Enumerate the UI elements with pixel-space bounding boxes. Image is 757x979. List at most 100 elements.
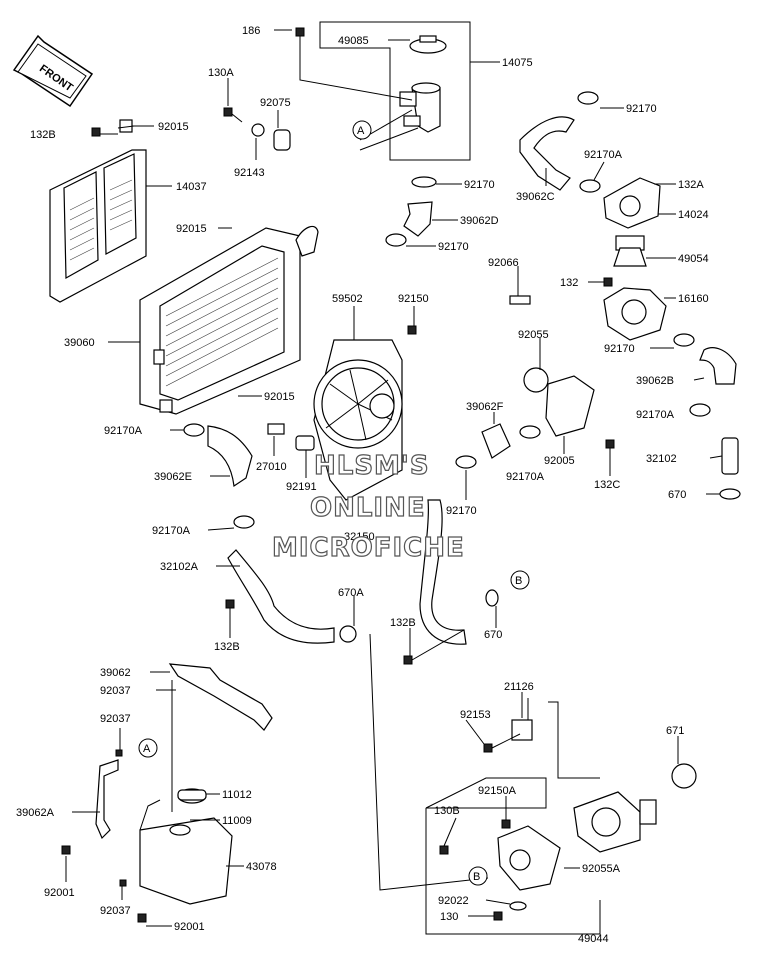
label-92037-a: 92037 bbox=[100, 685, 131, 697]
callout-a-upper: A bbox=[352, 120, 372, 140]
overflow-hoses bbox=[95, 663, 273, 887]
watermark: HLSM'S ONLINE MICROFICHE bbox=[271, 450, 465, 563]
label-49085: 49085 bbox=[338, 35, 369, 47]
label-186: 186 bbox=[242, 25, 260, 37]
label-92170A-left: 92170A bbox=[104, 425, 143, 437]
label-92022: 92022 bbox=[438, 895, 469, 907]
label-92170-c: 92170 bbox=[604, 343, 635, 355]
small-bolts-top bbox=[91, 107, 291, 151]
label-59502: 59502 bbox=[332, 293, 363, 305]
water-pump-49044 bbox=[425, 698, 697, 935]
label-92015-top: 92015 bbox=[158, 121, 189, 133]
label-92170-top: 92170 bbox=[626, 103, 657, 115]
label-39062C: 39062C bbox=[516, 191, 555, 203]
part-labels: 186 49085 14075 130A 92075 132B 92015 92… bbox=[16, 25, 709, 945]
label-39062A: 39062A bbox=[16, 807, 55, 819]
watermark-line1: HLSM'S bbox=[314, 451, 430, 481]
label-92015-mid: 92015 bbox=[176, 223, 207, 235]
reservoir-tank-43078 bbox=[61, 788, 233, 923]
label-49044: 49044 bbox=[578, 933, 609, 945]
label-92170A-right: 92170A bbox=[636, 409, 675, 421]
label-92143: 92143 bbox=[234, 167, 265, 179]
label-130B: 130B bbox=[434, 805, 460, 817]
hoses-right bbox=[207, 116, 737, 645]
label-92001-b: 92001 bbox=[174, 921, 205, 933]
label-14037: 14037 bbox=[176, 181, 207, 193]
label-92170-d: 92170 bbox=[446, 505, 477, 517]
label-132A: 132A bbox=[678, 179, 704, 191]
hose-clamps bbox=[183, 91, 711, 643]
label-39062F: 39062F bbox=[466, 401, 504, 413]
fan-switch-27010 bbox=[267, 423, 315, 451]
label-132B-top: 132B bbox=[30, 129, 56, 141]
label-92037-c: 92037 bbox=[100, 905, 131, 917]
label-92005: 92005 bbox=[544, 455, 575, 467]
label-92170A-mid: 92170A bbox=[506, 471, 545, 483]
label-92015-low: 92015 bbox=[264, 391, 295, 403]
pump-cover-92005 bbox=[523, 367, 615, 449]
route-line bbox=[369, 633, 489, 891]
label-32150: 32150 bbox=[344, 531, 375, 543]
radiator-screen-14037 bbox=[49, 149, 147, 303]
label-11012: 11012 bbox=[222, 789, 252, 801]
watermark-line3: MICROFICHE bbox=[272, 533, 465, 563]
svg-text:B: B bbox=[515, 575, 522, 587]
label-16160: 16160 bbox=[678, 293, 709, 305]
label-132B-low: 132B bbox=[390, 617, 416, 629]
filler-neck-group bbox=[299, 21, 471, 188]
label-92170A-low: 92170A bbox=[152, 525, 191, 537]
callout-b-upper: B bbox=[510, 570, 530, 590]
leader-lines bbox=[65, 29, 723, 930]
label-92066: 92066 bbox=[488, 257, 519, 269]
label-670-right: 670 bbox=[668, 489, 686, 501]
label-92150: 92150 bbox=[398, 293, 429, 305]
label-92150A: 92150A bbox=[478, 785, 517, 797]
label-92170-mid: 92170 bbox=[464, 179, 495, 191]
cooling-fan-59502 bbox=[313, 325, 417, 501]
label-671: 671 bbox=[666, 725, 684, 737]
label-132B-mid: 132B bbox=[214, 641, 240, 653]
label-27010: 27010 bbox=[256, 461, 287, 473]
svg-text:A: A bbox=[357, 125, 365, 137]
label-92191: 92191 bbox=[286, 481, 317, 493]
bolt-186 bbox=[295, 27, 305, 44]
svg-text:A: A bbox=[143, 743, 151, 755]
label-14024: 14024 bbox=[678, 209, 709, 221]
lower-fasteners bbox=[225, 589, 499, 665]
label-92001-a: 92001 bbox=[44, 887, 75, 899]
callout-a-lower: A bbox=[138, 738, 158, 758]
label-92153: 92153 bbox=[460, 709, 491, 721]
label-39062B: 39062B bbox=[636, 375, 674, 387]
label-92055: 92055 bbox=[518, 329, 549, 341]
label-132C: 132C bbox=[594, 479, 620, 491]
label-14075: 14075 bbox=[502, 57, 533, 69]
label-39060: 39060 bbox=[64, 337, 95, 349]
label-92055A: 92055A bbox=[582, 863, 621, 875]
label-670A: 670A bbox=[338, 587, 364, 599]
label-11009: 11009 bbox=[222, 815, 252, 827]
label-49054: 49054 bbox=[678, 253, 709, 265]
label-39062: 39062 bbox=[100, 667, 131, 679]
label-39062D: 39062D bbox=[460, 215, 499, 227]
watermark-line2: ONLINE bbox=[310, 493, 426, 523]
label-32102A: 32102A bbox=[160, 561, 199, 573]
label-32102: 32102 bbox=[646, 453, 677, 465]
label-132: 132 bbox=[560, 277, 578, 289]
label-92170-b: 92170 bbox=[438, 241, 469, 253]
front-arrow-badge: FRONT bbox=[12, 34, 94, 108]
label-130A: 130A bbox=[208, 67, 234, 79]
label-670-mid: 670 bbox=[484, 629, 502, 641]
radiator-39060 bbox=[139, 225, 319, 415]
label-92037-b: 92037 bbox=[100, 713, 131, 725]
label-92075: 92075 bbox=[260, 97, 291, 109]
pipe-32102 bbox=[719, 437, 741, 500]
label-21126: 21126 bbox=[504, 681, 534, 693]
label-92170A-top: 92170A bbox=[584, 149, 623, 161]
label-130: 130 bbox=[440, 911, 458, 923]
callout-b-lower: B bbox=[468, 866, 488, 886]
svg-text:B: B bbox=[473, 871, 480, 883]
thermostat-assembly bbox=[509, 177, 667, 341]
label-39062E: 39062E bbox=[154, 471, 192, 483]
label-43078: 43078 bbox=[246, 861, 277, 873]
